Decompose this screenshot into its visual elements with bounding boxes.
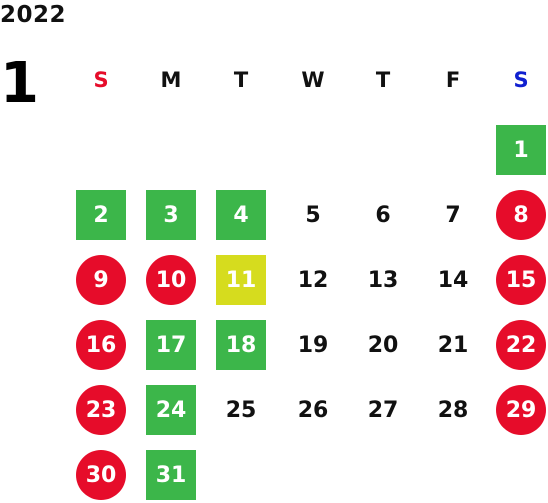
- day-cell-31[interactable]: 31: [146, 450, 196, 500]
- day-cell-12[interactable]: 12: [297, 267, 329, 293]
- day-cell-14[interactable]: 14: [437, 267, 469, 293]
- day-cell-19[interactable]: 19: [297, 332, 329, 358]
- day-cell-20[interactable]: 20: [367, 332, 399, 358]
- day-cell-22[interactable]: 22: [496, 320, 546, 370]
- weekday-label: W: [301, 68, 325, 92]
- weekday-label: F: [445, 68, 461, 92]
- day-cell-1[interactable]: 1: [496, 125, 546, 175]
- day-cell-25[interactable]: 25: [225, 397, 257, 423]
- day-cell-6[interactable]: 6: [375, 202, 391, 228]
- day-cell-21[interactable]: 21: [437, 332, 469, 358]
- day-cell-28[interactable]: 28: [437, 397, 469, 423]
- day-cell-8[interactable]: 8: [496, 190, 546, 240]
- day-cell-9[interactable]: 9: [76, 255, 126, 305]
- day-cell-26[interactable]: 26: [297, 397, 329, 423]
- day-cell-11[interactable]: 11: [216, 255, 266, 305]
- day-cell-30[interactable]: 30: [76, 450, 126, 500]
- day-cell-7[interactable]: 7: [445, 202, 461, 228]
- weekday-label: T: [233, 68, 249, 92]
- weekday-label: S: [93, 68, 109, 92]
- day-cell-29[interactable]: 29: [496, 385, 546, 435]
- day-cell-13[interactable]: 13: [367, 267, 399, 293]
- day-cell-17[interactable]: 17: [146, 320, 196, 370]
- day-cell-23[interactable]: 23: [76, 385, 126, 435]
- day-cell-27[interactable]: 27: [367, 397, 399, 423]
- day-cell-18[interactable]: 18: [216, 320, 266, 370]
- weekday-label: S: [513, 68, 529, 92]
- weekday-label: T: [375, 68, 391, 92]
- day-cell-10[interactable]: 10: [146, 255, 196, 305]
- day-cell-24[interactable]: 24: [146, 385, 196, 435]
- day-cell-15[interactable]: 15: [496, 255, 546, 305]
- day-cell-16[interactable]: 16: [76, 320, 126, 370]
- month-number: 1: [0, 51, 39, 116]
- day-cell-3[interactable]: 3: [146, 190, 196, 240]
- year-label: 2022: [0, 2, 67, 28]
- day-cell-4[interactable]: 4: [216, 190, 266, 240]
- day-cell-2[interactable]: 2: [76, 190, 126, 240]
- weekday-label: M: [160, 68, 182, 92]
- day-cell-5[interactable]: 5: [305, 202, 321, 228]
